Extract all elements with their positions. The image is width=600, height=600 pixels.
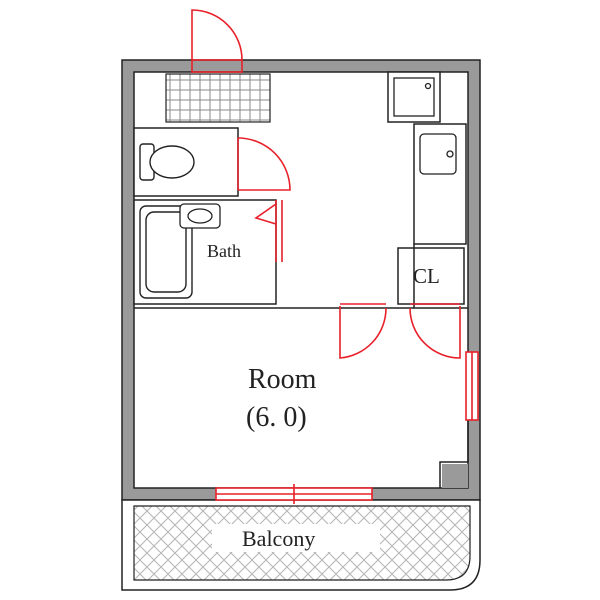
room-size-label: (6. 0) [246, 402, 307, 433]
balcony-label: Balcony [242, 526, 315, 551]
balcony-area [121, 499, 481, 591]
balcony-window [215, 484, 373, 504]
entrance-door [191, 9, 243, 73]
sink-fixture [419, 133, 457, 175]
bathtub-fixture [139, 205, 193, 299]
toilet-door [237, 137, 291, 191]
bath-door [254, 200, 283, 262]
closet-label: CL [413, 264, 440, 288]
room-label: Room [248, 364, 317, 395]
entrance-tiles [165, 73, 271, 123]
fridge-fixture [393, 77, 435, 117]
side-window [465, 351, 479, 421]
bath-label: Bath [207, 241, 241, 261]
room-corner-wall [442, 464, 468, 488]
washbasin-fixture [179, 203, 221, 229]
room-door-left [339, 303, 387, 359]
toilet-fixture [139, 143, 195, 181]
closet-door [409, 303, 461, 359]
